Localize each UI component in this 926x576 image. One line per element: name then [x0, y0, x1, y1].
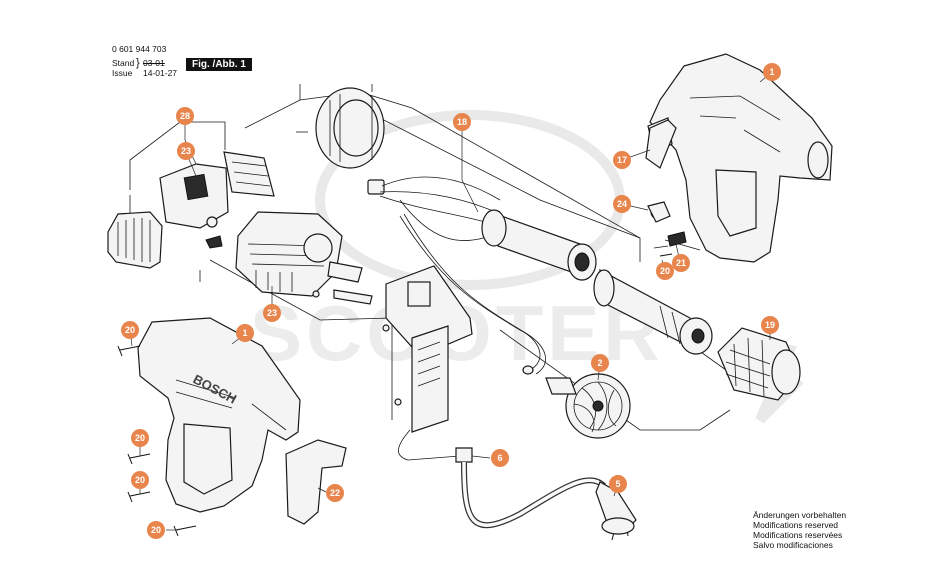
callout-c23b: 23 — [263, 304, 281, 322]
note-en: Modifications reserved — [753, 520, 839, 530]
figure-label: Fig. /Abb. 1 — [186, 58, 252, 71]
callout-label: 24 — [617, 199, 627, 209]
issue-label: Issue — [112, 68, 133, 78]
note-fr: Modifications reservées — [753, 530, 843, 540]
callout-label: 21 — [676, 258, 686, 268]
callout-c28: 28 — [176, 107, 194, 125]
callout-label: 1 — [769, 67, 774, 77]
callout-label: 23 — [267, 308, 277, 318]
callout-c24: 24 — [613, 195, 631, 213]
callout-c22: 22 — [326, 484, 344, 502]
callout-label: 20 — [151, 525, 161, 535]
housing-half-right — [647, 53, 833, 263]
callout-label: 2 — [597, 358, 602, 368]
fan-wheel — [522, 365, 631, 439]
callout-c18: 18 — [453, 113, 471, 131]
callout-label: 28 — [180, 111, 190, 121]
callout-label: 20 — [135, 433, 145, 443]
callout-c1b: 1 — [236, 324, 254, 342]
callout-label: 20 — [125, 325, 135, 335]
callout-label: 5 — [615, 479, 620, 489]
callout-c20c: 20 — [131, 471, 149, 489]
callout-c19: 19 — [761, 316, 779, 334]
switch-board — [382, 265, 473, 433]
nozzle-tube — [593, 268, 713, 355]
stand-label: Stand — [112, 58, 135, 68]
callout-label: 20 — [660, 266, 670, 276]
callout-label: 22 — [330, 488, 340, 498]
modification-notes: Änderungen vorbehalten Modifications res… — [753, 510, 846, 550]
part-number: 0 601 944 703 — [112, 44, 167, 54]
note-de: Änderungen vorbehalten — [753, 510, 847, 520]
power-cable — [398, 429, 637, 541]
switch-cover — [285, 119, 677, 525]
callout-label: 23 — [181, 146, 191, 156]
callout-label: 6 — [497, 453, 502, 463]
callout-c6: 6 — [491, 449, 509, 467]
brace: } — [136, 57, 140, 69]
callout-c21: 21 — [672, 254, 690, 272]
issue-value: 14-01-27 — [143, 68, 178, 78]
callout-c20d: 20 — [147, 521, 165, 539]
callout-label: 17 — [617, 155, 627, 165]
callout-c20b: 20 — [131, 429, 149, 447]
screws — [117, 253, 673, 537]
callout-label: 1 — [242, 328, 247, 338]
stand-value: 03-01 — [143, 58, 165, 68]
callout-label: 18 — [457, 117, 467, 127]
callout-c23a: 23 — [177, 142, 195, 160]
note-es: Salvo modificaciones — [753, 540, 833, 550]
callout-c1a: 1 — [763, 63, 781, 81]
nozzle-cap — [717, 327, 801, 401]
callout-c2: 2 — [591, 354, 609, 372]
callout-label: 19 — [765, 320, 775, 330]
callout-c5: 5 — [609, 475, 627, 493]
callout-c20e: 20 — [656, 262, 674, 280]
motor-assembly — [296, 87, 501, 241]
heating-element — [399, 209, 597, 375]
callout-c17: 17 — [613, 151, 631, 169]
housing-half-left: BOSCH — [137, 317, 301, 513]
callout-label: 20 — [135, 475, 145, 485]
callout-labels: 28 23 18 1 17 24 20 21 23 19 2 1 20 20 2… — [121, 63, 781, 539]
inner-housing — [235, 211, 373, 305]
callout-c20a: 20 — [121, 321, 139, 339]
